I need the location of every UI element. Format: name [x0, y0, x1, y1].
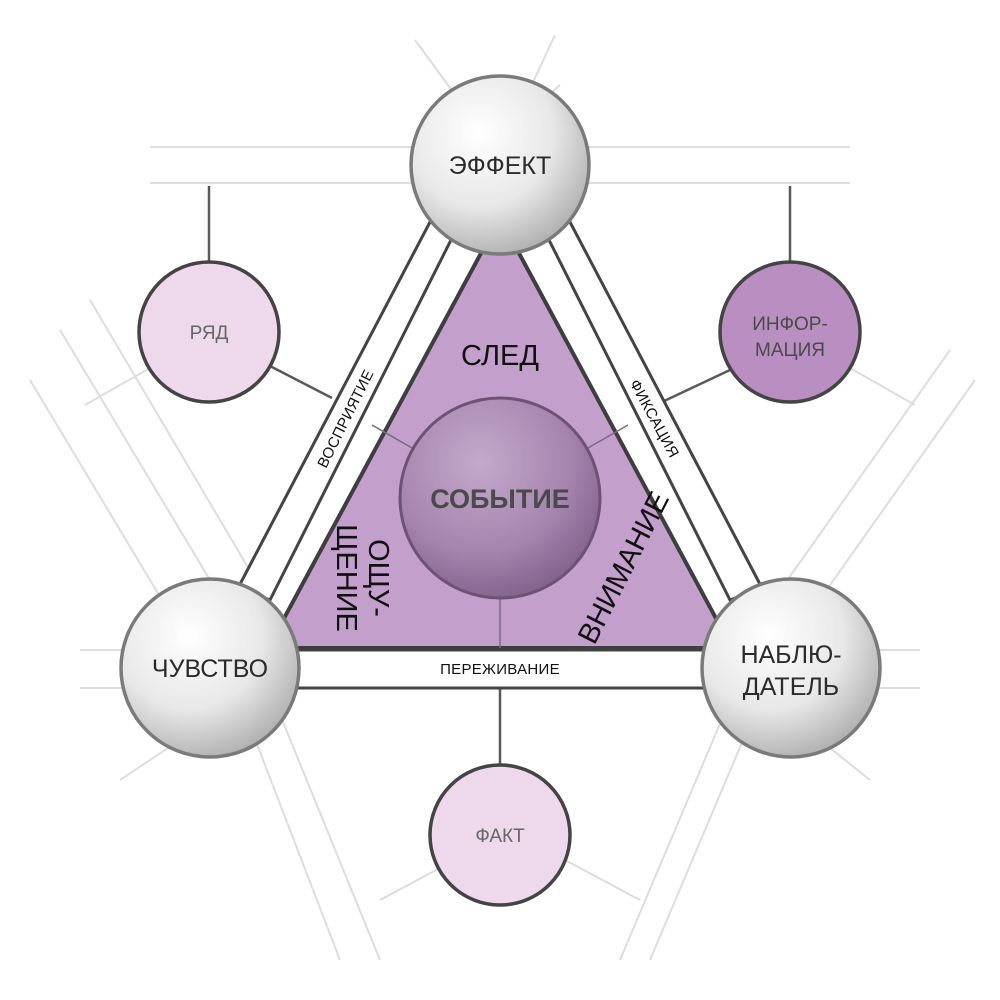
- node-observer-label-1: НАБЛЮ-: [740, 641, 841, 669]
- node-observer: НАБЛЮ- ДАТЕЛЬ: [700, 577, 882, 759]
- node-feeling-label: ЧУВСТВО: [152, 655, 268, 683]
- sector-label-trace: СЛЕД: [461, 340, 539, 372]
- center-sphere: СОБЫТИЕ: [398, 396, 602, 600]
- sector-label-sensation-2: ЩЕНИЕ: [330, 524, 362, 632]
- side-node-information: ИНФОР- МАЦИЯ: [718, 260, 862, 404]
- node-feeling: ЧУВСТВО: [119, 577, 301, 759]
- side-node-row: РЯД: [137, 260, 281, 404]
- node-effect: ЭФФЕКТ: [409, 74, 591, 256]
- side-node-fact: ФАКТ: [428, 763, 572, 907]
- edge-label-experience: ПЕРЕЖИВАНИЕ: [440, 661, 560, 678]
- side-node-row-label: РЯД: [190, 323, 229, 344]
- side-node-information-label-2: МАЦИЯ: [755, 340, 825, 361]
- sector-dividers: [371, 424, 629, 648]
- node-effect-label: ЭФФЕКТ: [449, 152, 552, 180]
- side-node-fact-label: ФАКТ: [475, 826, 525, 847]
- side-node-information-label-1: ИНФОР-: [752, 314, 828, 335]
- sector-label-sensation: ОЩУ- ЩЕНИЕ: [330, 524, 394, 632]
- center-label: СОБЫТИЕ: [430, 484, 570, 514]
- node-observer-label-2: ДАТЕЛЬ: [743, 673, 839, 701]
- side-connectors: [207, 186, 792, 765]
- sector-label-sensation-1: ОЩУ-: [362, 539, 394, 617]
